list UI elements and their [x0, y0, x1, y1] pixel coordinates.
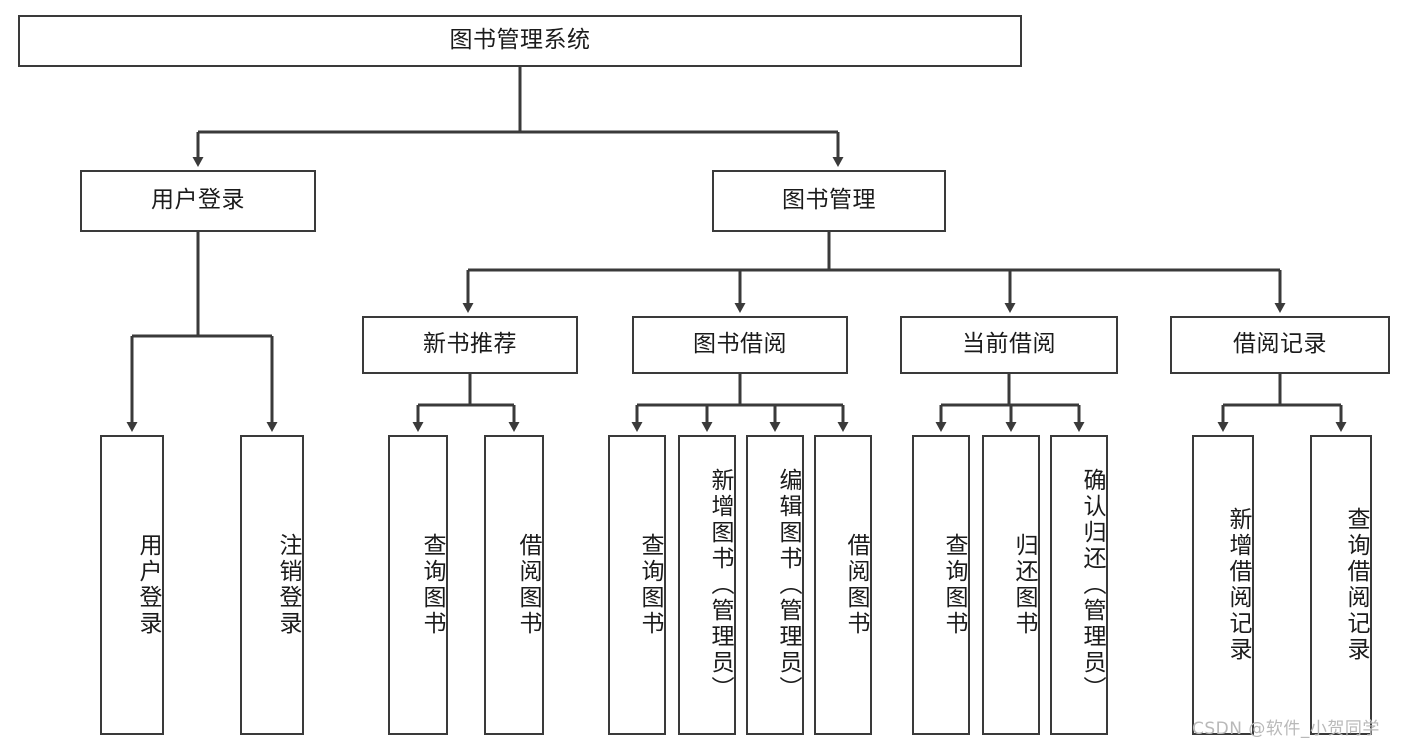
node-root-system[interactable]: 图书管理系统	[18, 15, 1022, 67]
node-current-borrow[interactable]: 当前借阅	[900, 316, 1118, 374]
watermark-text: CSDN @软件_小贺同学	[1192, 719, 1380, 739]
node-label: 归还图书	[1011, 533, 1037, 637]
node-leaf-confirm-return-admin[interactable]: 确认归还（管理员）	[1050, 435, 1108, 735]
node-leaf-borrow-book-2[interactable]: 借阅图书	[814, 435, 872, 735]
node-label: 注销登录	[275, 533, 301, 637]
node-leaf-add-book-admin[interactable]: 新增图书（管理员）	[678, 435, 736, 735]
node-leaf-return-book[interactable]: 归还图书	[982, 435, 1040, 735]
node-label: 新增图书（管理员）	[707, 468, 733, 702]
node-user-login[interactable]: 用户登录	[80, 170, 316, 232]
node-label: 查询图书	[941, 533, 967, 637]
node-leaf-add-borrow-record[interactable]: 新增借阅记录	[1192, 435, 1254, 735]
node-leaf-borrow-book-1[interactable]: 借阅图书	[484, 435, 544, 735]
node-label: 图书管理	[782, 187, 876, 214]
node-leaf-query-book-3[interactable]: 查询图书	[912, 435, 970, 735]
node-borrow-record[interactable]: 借阅记录	[1170, 316, 1390, 374]
node-label: 图书管理系统	[449, 27, 591, 54]
node-label: 查询图书	[419, 533, 445, 637]
node-label: 新增借阅记录	[1225, 507, 1251, 663]
node-label: 用户登录	[135, 533, 161, 637]
node-label: 借阅记录	[1233, 331, 1327, 358]
node-new-book-recommend[interactable]: 新书推荐	[362, 316, 578, 374]
node-label: 借阅图书	[515, 533, 541, 637]
node-leaf-user-login[interactable]: 用户登录	[100, 435, 164, 735]
node-leaf-edit-book-admin[interactable]: 编辑图书（管理员）	[746, 435, 804, 735]
node-leaf-query-book-1[interactable]: 查询图书	[388, 435, 448, 735]
node-label: 编辑图书（管理员）	[775, 468, 801, 702]
node-label: 查询图书	[637, 533, 663, 637]
node-leaf-logout-login[interactable]: 注销登录	[240, 435, 304, 735]
node-leaf-query-borrow-record[interactable]: 查询借阅记录	[1310, 435, 1372, 735]
node-label: 查询借阅记录	[1343, 507, 1369, 663]
node-label: 当前借阅	[962, 331, 1056, 358]
node-book-borrow[interactable]: 图书借阅	[632, 316, 848, 374]
node-label: 用户登录	[151, 187, 245, 214]
node-label: 新书推荐	[423, 331, 517, 358]
node-label: 图书借阅	[693, 331, 787, 358]
node-leaf-query-book-2[interactable]: 查询图书	[608, 435, 666, 735]
node-label: 确认归还（管理员）	[1079, 468, 1105, 702]
node-label: 借阅图书	[843, 533, 869, 637]
node-book-manage[interactable]: 图书管理	[712, 170, 946, 232]
